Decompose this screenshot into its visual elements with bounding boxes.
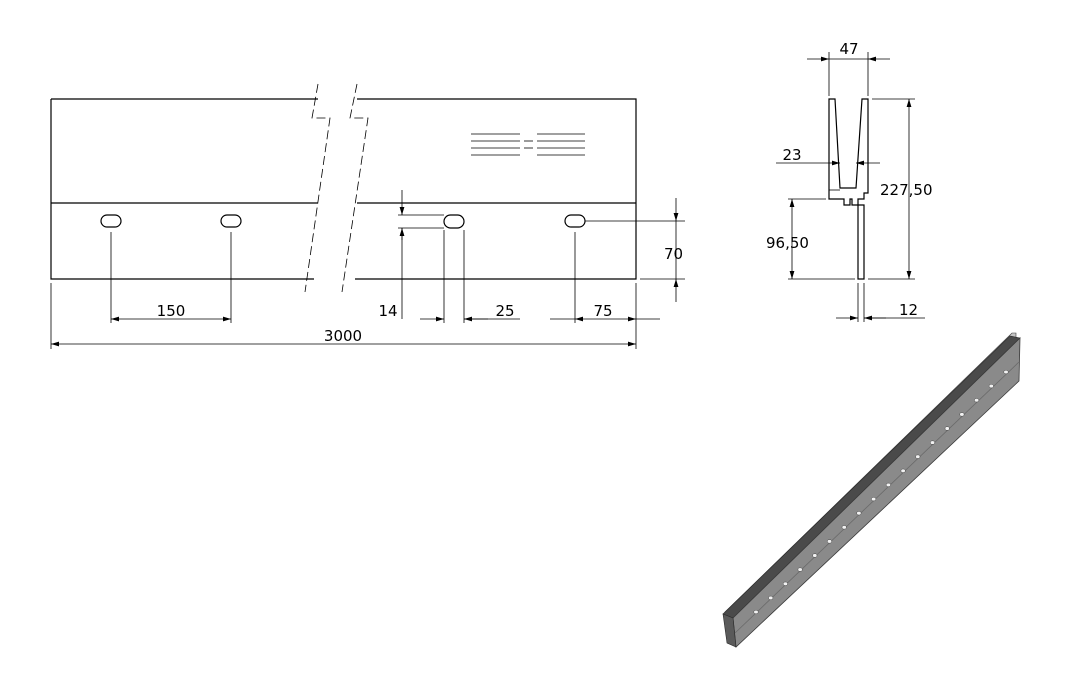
dim-text-23: 23 <box>782 146 801 164</box>
front-outline-right <box>355 98 637 280</box>
groove-marks <box>471 133 585 156</box>
dim-text-75: 75 <box>593 302 612 320</box>
iso-hole <box>1003 369 1009 375</box>
dim-text-14: 14 <box>378 302 397 320</box>
iso-hole <box>768 595 774 600</box>
iso-hole <box>959 412 965 417</box>
front-outline-left <box>50 99 314 280</box>
iso-hole <box>812 553 818 558</box>
iso-top-lip <box>722 335 1021 619</box>
dim-text-47: 47 <box>839 40 858 58</box>
iso-hole <box>900 468 906 473</box>
slot-hole-3 <box>443 214 465 229</box>
slot-hole-2 <box>220 214 242 228</box>
iso-hole <box>871 497 877 502</box>
break-line-left <box>304 83 331 293</box>
break-line-right <box>341 83 369 293</box>
iso-hole <box>856 511 862 516</box>
iso-groove-line <box>734 361 1020 634</box>
iso-end-face <box>722 613 737 648</box>
side-view: 47 23 227,50 96,50 12 <box>766 40 933 322</box>
dim-text-12: 12 <box>899 301 918 319</box>
dim-text-70: 70 <box>664 245 683 263</box>
slot-hole-1 <box>100 214 122 228</box>
dim-text-96-50: 96,50 <box>766 234 809 252</box>
dim-text-150: 150 <box>157 302 186 320</box>
iso-hole <box>827 539 832 544</box>
iso-hole <box>974 398 980 403</box>
iso-holes <box>753 369 1009 615</box>
iso-hole <box>753 609 759 615</box>
iso-hole <box>797 567 803 572</box>
iso-hole <box>782 581 788 586</box>
dim-text-3000: 3000 <box>324 327 362 345</box>
dim-text-25: 25 <box>495 302 514 320</box>
dim-text-227-50: 227,50 <box>880 181 933 199</box>
iso-hole <box>988 384 994 389</box>
iso-hole <box>930 440 935 445</box>
profile-section <box>828 98 869 280</box>
slot-hole-4 <box>564 214 586 228</box>
iso-hole <box>915 454 921 459</box>
isometric-view <box>722 332 1021 648</box>
iso-hole <box>944 426 950 431</box>
extension-lines <box>50 214 685 349</box>
iso-hole <box>885 482 891 487</box>
front-view: 150 3000 14 25 75 70 <box>50 83 685 349</box>
iso-main-face <box>732 337 1021 648</box>
iso-hole <box>841 525 847 530</box>
